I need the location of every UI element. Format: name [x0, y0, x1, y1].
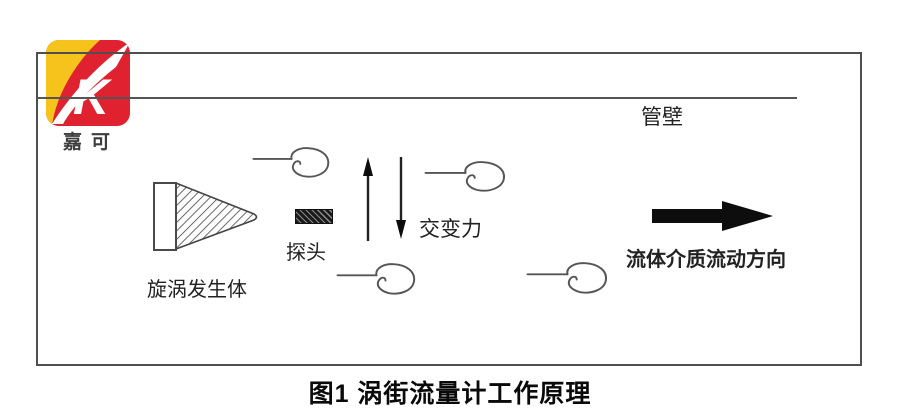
vortex-swirl-icon	[424, 161, 505, 192]
vortex-generator-body	[153, 182, 177, 251]
brand-logo: K	[46, 40, 130, 126]
vortex-generator-cone	[175, 181, 258, 251]
vortex-generator-label: 旋涡发生体	[147, 279, 247, 301]
probe-label: 探头	[286, 242, 326, 264]
figure-caption: 图1 涡街流量计工作原理	[308, 380, 592, 408]
alternating-force-label: 交变力	[419, 218, 482, 241]
pipe-wall-line	[36, 97, 797, 99]
brand-name: 嘉可	[62, 132, 119, 153]
down-arrow-icon	[396, 157, 406, 239]
up-arrow-icon	[363, 157, 373, 241]
vortex-swirl-icon	[526, 262, 607, 294]
jiake-logo-icon: K	[46, 40, 130, 126]
right-flow-arrow-icon	[652, 201, 773, 231]
vortex-swirl-icon	[252, 147, 330, 178]
flow-direction-label: 流体介质流动方向	[626, 249, 786, 271]
pipe-wall-label: 管壁	[641, 106, 683, 129]
vortex-swirl-icon	[336, 263, 416, 295]
probe-rect	[295, 209, 333, 224]
